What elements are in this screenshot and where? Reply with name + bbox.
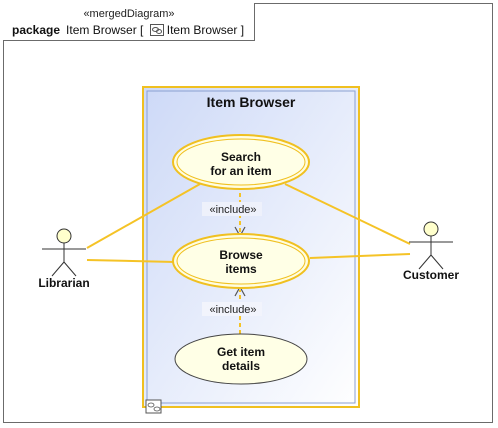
actor-customer-name: Customer <box>403 268 459 282</box>
frame-header-tab: «mergedDiagram» package Item Browser [ It… <box>3 3 255 41</box>
use-case-search[interactable]: Search for an item <box>172 134 310 190</box>
frame-keyword: package <box>12 23 61 37</box>
use-case-details[interactable]: Get item details <box>174 333 308 385</box>
include-label-2-bg <box>202 302 262 316</box>
frame-name-suffix: Item Browser ] <box>166 23 245 37</box>
actor-customer[interactable]: Customer <box>403 221 459 282</box>
actor-librarian[interactable]: Librarian <box>38 228 90 290</box>
frame-stereotype: «mergedDiagram» <box>83 8 175 20</box>
assoc-librarian-browse[interactable] <box>86 259 176 263</box>
assoc-customer-browse[interactable] <box>309 253 411 259</box>
frame-title: package Item Browser [ Item Browser ] <box>12 23 244 37</box>
actor-librarian-name: Librarian <box>38 276 89 290</box>
use-case-browse[interactable]: Browse items <box>172 233 310 289</box>
assoc-librarian-search[interactable] <box>86 183 201 249</box>
use-case-details-line2: details <box>222 359 260 373</box>
frame-name-prefix: Item Browser [ <box>66 23 144 37</box>
system-title: Item Browser <box>207 94 296 110</box>
use-case-browse-line1: Browse <box>219 248 263 262</box>
include-label-1-bg <box>202 202 262 216</box>
assoc-customer-search[interactable] <box>284 183 411 245</box>
include-label-1: «include» <box>209 204 256 216</box>
use-case-search-line1: Search <box>221 150 261 164</box>
use-case-details-line1: Get item <box>217 345 265 359</box>
use-case-browse-line2: items <box>225 262 257 276</box>
system-boundary-inner <box>146 90 356 404</box>
diagram-link-icon[interactable] <box>145 399 162 414</box>
diagram-type-icon <box>149 24 164 36</box>
include-label-2: «include» <box>209 304 256 316</box>
use-case-search-line2: for an item <box>210 164 271 178</box>
